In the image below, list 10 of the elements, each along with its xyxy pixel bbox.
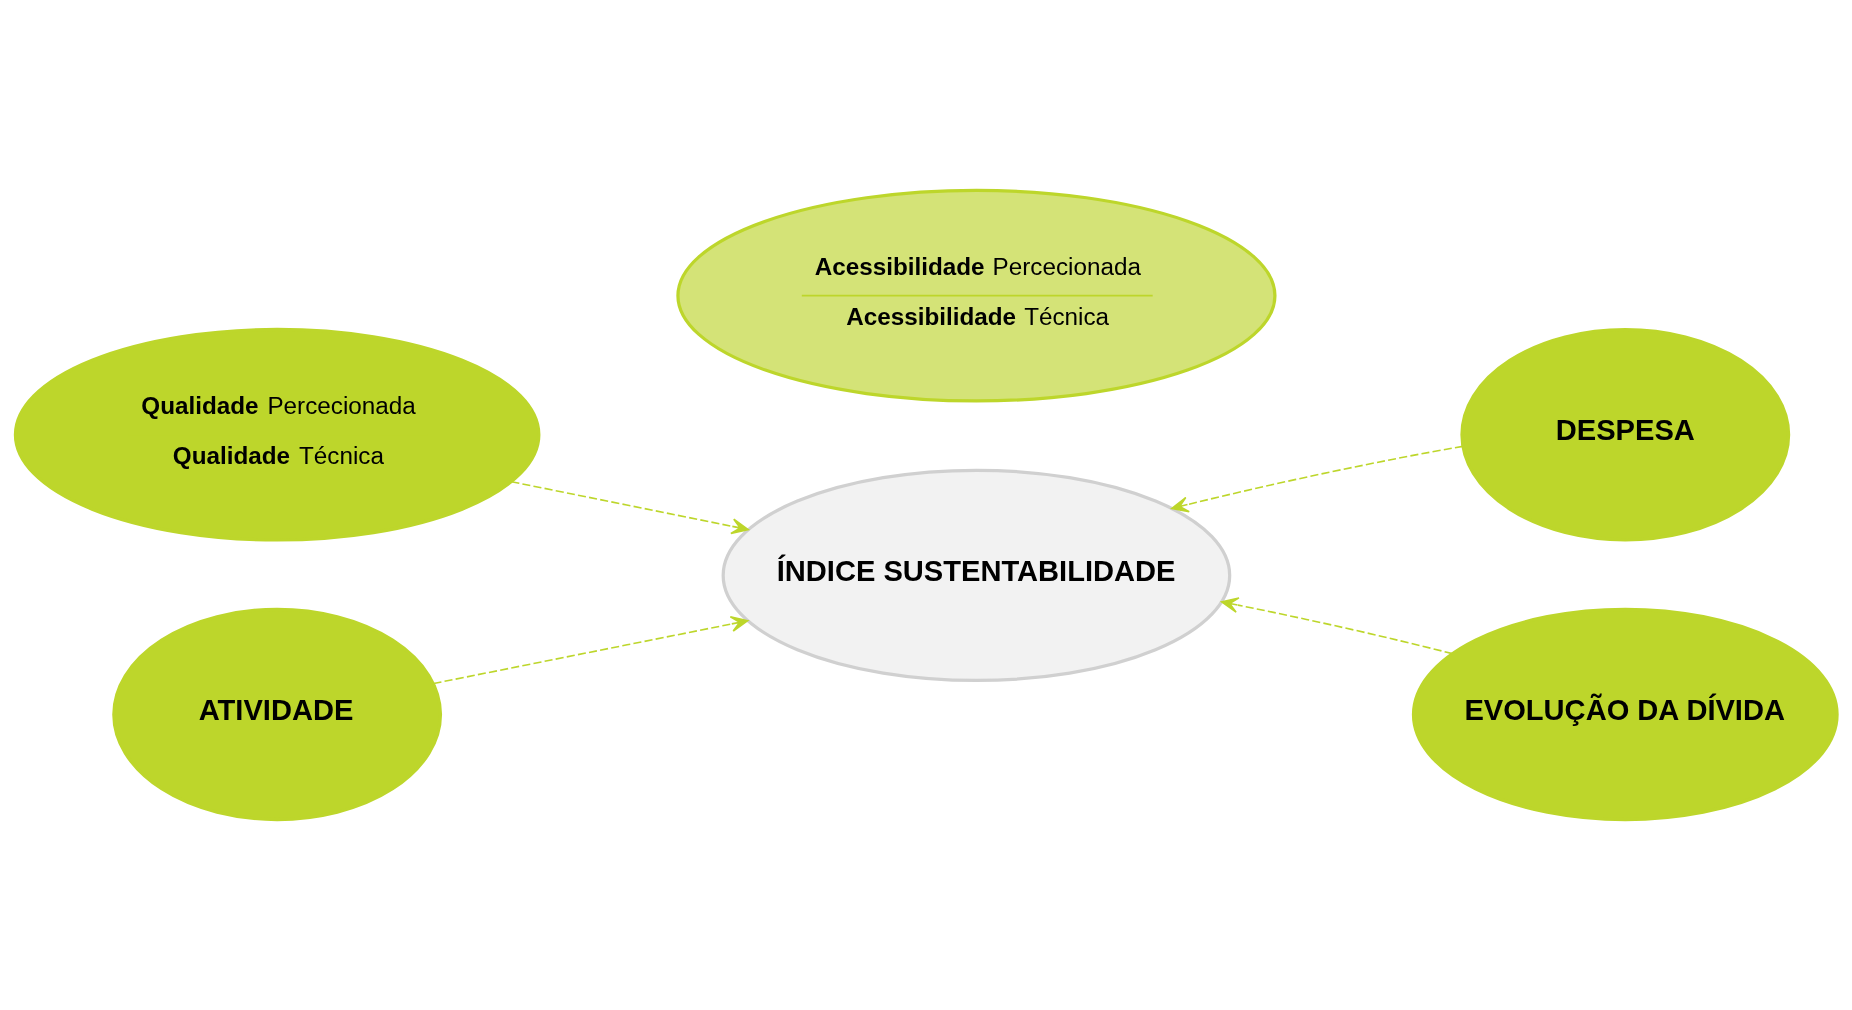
arrow <box>432 616 749 685</box>
node-ellipse: DESPESA <box>1460 328 1791 542</box>
node-ellipse: EVOLUÇÃO DA DÍVIDA <box>1411 607 1839 822</box>
node-ellipse: Qualidade Percecionada Qualidade Técnica <box>13 327 541 542</box>
arrow <box>510 480 749 535</box>
arrow <box>1220 597 1454 655</box>
node-ellipse: ÍNDICE SUSTENTABILIDADE <box>721 468 1232 683</box>
arrow <box>1170 445 1464 513</box>
node-ellipse: ATIVIDADE <box>112 607 443 822</box>
node-ellipse: Acessibilidade Percecionada Acessibilidade Técnica <box>676 188 1277 403</box>
